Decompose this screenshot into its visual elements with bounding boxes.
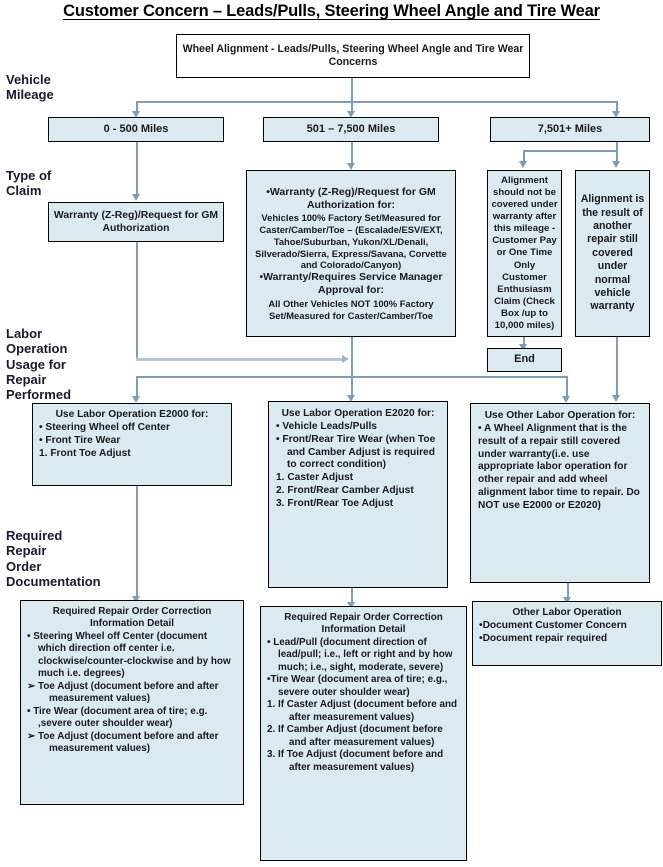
arrow-to-end bbox=[518, 344, 527, 351]
claim-low-label: Warranty (Z-Reg)/Request for GM Authoriz… bbox=[53, 209, 219, 234]
doc-left-item-2: ➢ Toe Adjust (document before and after … bbox=[27, 680, 219, 705]
labor-e2020-item-2: • Front/Rear Tire Wear (when Toe and Cam… bbox=[276, 433, 436, 471]
claim-box-low: Warranty (Z-Reg)/Request for GM Authoriz… bbox=[48, 202, 224, 242]
doc-mid-item-2: •Tire Wear (document area of tire; e.g.,… bbox=[267, 674, 448, 698]
connector-claim-low-down bbox=[136, 242, 138, 360]
doc-mid-item-4: 2. If Camber Adjust (document before and… bbox=[267, 724, 443, 748]
mileage-low-label: 0 - 500 Miles bbox=[103, 122, 169, 135]
claim-mid-bullet-2: •Warranty/Requires Service Manager Appro… bbox=[259, 271, 443, 297]
connector-alignment-other-down bbox=[616, 337, 618, 397]
doc-box-left: Required Repair Order Correction Informa… bbox=[20, 600, 244, 805]
arrow-to-mileage-mid bbox=[346, 111, 355, 118]
doc-left-item-4: ➢ Toe Adjust (document before and after … bbox=[27, 730, 219, 755]
labor-e2020-title: Use Labor Operation E2020 for: bbox=[281, 408, 435, 419]
connector-low-to-claim bbox=[136, 142, 138, 196]
connector-mileage-bus bbox=[136, 101, 616, 103]
arrow-low-into-e2020 bbox=[342, 354, 349, 363]
arrow-to-other-labor-left bbox=[561, 396, 570, 403]
connector-to-end bbox=[523, 337, 525, 347]
claim-mid-bullet-1: •Warranty (Z-Reg)/Request for GM Authori… bbox=[266, 185, 436, 211]
arrow-to-claim-mid bbox=[346, 163, 355, 170]
connector-other-to-doc bbox=[567, 583, 569, 599]
doc-left-item-1: • Steering Wheel off Center (document wh… bbox=[27, 630, 231, 680]
claim-box-alignment-other-repair: Alignment is the result of another repai… bbox=[575, 170, 650, 337]
connector-e2000-to-doc bbox=[136, 486, 138, 598]
claim-box-mid: •Warranty (Z-Reg)/Request for GM Authori… bbox=[246, 170, 456, 337]
doc-mid-item-3: 1. If Caster Adjust (document before and… bbox=[267, 699, 458, 723]
doc-left-title: Required Repair Order Correction Informa… bbox=[52, 606, 212, 630]
arrow-to-alignment-other-repair bbox=[611, 161, 620, 168]
claim-mid-detail-2: All Other Vehicles NOT 100% Factory Set/… bbox=[268, 297, 434, 321]
arrow-to-other-labor-right bbox=[611, 395, 620, 402]
connector-mid-to-claim bbox=[351, 142, 353, 166]
doc-box-right: Other Labor Operation •Document Customer… bbox=[472, 601, 662, 666]
doc-mid-title: Required Repair Order Correction Informa… bbox=[284, 612, 443, 636]
labor-box-e2000: Use Labor Operation E2000 for: • Steerin… bbox=[32, 403, 232, 486]
arrow-to-doc-left bbox=[131, 596, 140, 603]
alignment-not-covered-text: Alignment should not be covered under wa… bbox=[491, 175, 558, 331]
connector-high-to-b bbox=[616, 150, 618, 164]
row-label-labor-operation: Labor Operation Usage for Repair Perform… bbox=[6, 326, 72, 403]
labor-e2000-item-2: • Front Tire Wear bbox=[39, 434, 121, 446]
doc-mid-item-1: • Lead/Pull (document direction of lead/… bbox=[267, 636, 453, 673]
arrow-to-e2020 bbox=[346, 395, 355, 402]
connector-other-labor-down-left bbox=[566, 376, 568, 398]
row-label-required-documentation: Required Repair Order Documentation bbox=[6, 528, 101, 589]
arrow-to-mileage-high bbox=[611, 111, 620, 118]
start-box-text: Wheel Alignment - Leads/Pulls, Steering … bbox=[182, 42, 524, 68]
labor-e2000-title: Use Labor Operation E2000 for: bbox=[55, 409, 209, 420]
connector-claim-mid-down bbox=[351, 337, 353, 397]
mileage-box-mid: 501 – 7,500 Miles bbox=[263, 117, 439, 142]
connector-low-to-e2020 bbox=[136, 358, 344, 361]
arrow-to-doc-mid bbox=[346, 602, 355, 609]
claim-mid-detail-1: Vehicles 100% Factory Set/Measured for C… bbox=[255, 212, 447, 271]
connector-mileage-low-down bbox=[136, 101, 138, 113]
claim-box-alignment-not-covered: Alignment should not be covered under wa… bbox=[487, 170, 562, 337]
arrow-to-alignment-not-covered bbox=[518, 161, 527, 168]
alignment-other-repair-text: Alignment is the result of another repai… bbox=[580, 193, 645, 313]
doc-right-item-2: •Document repair required bbox=[479, 632, 608, 644]
connector-high-split bbox=[523, 150, 616, 152]
end-box: End bbox=[487, 348, 562, 372]
page-title: Customer Concern – Leads/Pulls, Steering… bbox=[63, 2, 600, 20]
labor-e2000-item-3: 1. Front Toe Adjust bbox=[39, 447, 131, 459]
labor-e2000-item-1: • Steering Wheel off Center bbox=[39, 421, 170, 433]
arrow-to-claim-low bbox=[131, 194, 140, 201]
row-label-type-of-claim: Type of Claim bbox=[6, 168, 52, 199]
arrow-to-doc-right bbox=[562, 597, 571, 604]
labor-other-title: Use Other Labor Operation for: bbox=[484, 410, 636, 421]
connector-mileage-high-down bbox=[616, 101, 618, 113]
mileage-box-high: 7,501+ Miles bbox=[490, 117, 650, 142]
labor-e2020-item-1: • Vehicle Leads/Pulls bbox=[276, 420, 377, 432]
mileage-mid-label: 501 – 7,500 Miles bbox=[306, 122, 396, 135]
labor-box-other: Use Other Labor Operation for: • A Wheel… bbox=[470, 403, 650, 583]
labor-e2020-item-4: 2. Front/Rear Camber Adjust bbox=[276, 485, 414, 497]
end-label: End bbox=[514, 353, 535, 366]
connector-high-to-a bbox=[523, 150, 525, 164]
doc-left-item-3: • Tire Wear (document area of tire; e.g.… bbox=[27, 705, 208, 730]
connector-start-down bbox=[351, 78, 353, 102]
connector-e2000-down bbox=[136, 376, 138, 398]
doc-right-item-1: •Document Customer Concern bbox=[479, 619, 627, 631]
doc-mid-item-5: 3. If Toe Adjust (document before and af… bbox=[267, 749, 444, 773]
mileage-high-label: 7,501+ Miles bbox=[537, 122, 603, 135]
arrow-to-e2000 bbox=[131, 396, 140, 403]
labor-e2020-item-3: 1. Caster Adjust bbox=[276, 472, 354, 484]
connector-e2020-to-doc bbox=[351, 588, 353, 604]
row-label-vehicle-mileage: Vehicle Mileage bbox=[6, 72, 54, 103]
labor-e2020-item-5: 3. Front/Rear Toe Adjust bbox=[276, 497, 394, 509]
mileage-box-low: 0 - 500 Miles bbox=[48, 117, 224, 142]
labor-other-item-1: • A Wheel Alignment that is the result o… bbox=[478, 422, 640, 511]
connector-high-down-stub bbox=[616, 142, 618, 151]
start-box: Wheel Alignment - Leads/Pulls, Steering … bbox=[176, 34, 530, 78]
connector-mileage-mid-down bbox=[351, 101, 353, 113]
doc-box-mid: Required Repair Order Correction Informa… bbox=[260, 606, 467, 861]
doc-right-title: Other Labor Operation bbox=[512, 607, 622, 618]
labor-box-e2020: Use Labor Operation E2020 for: • Vehicle… bbox=[268, 401, 448, 588]
arrow-to-mileage-low bbox=[131, 111, 140, 118]
